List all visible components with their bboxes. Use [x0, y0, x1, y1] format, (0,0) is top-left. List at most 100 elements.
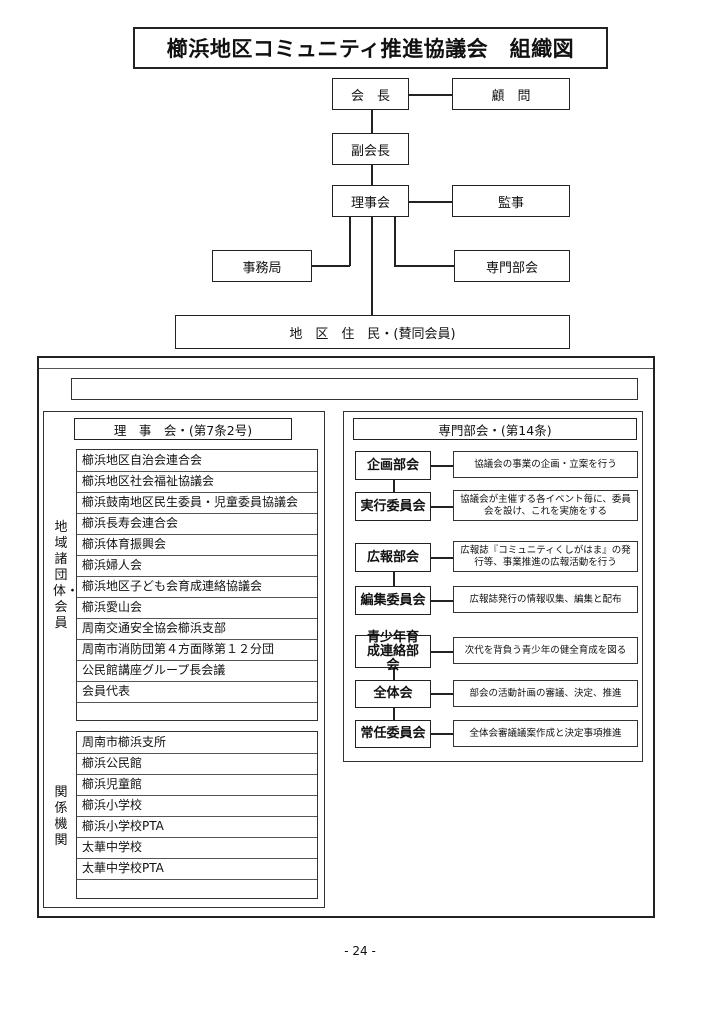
committee-name: 広報部会: [366, 549, 419, 565]
list-item: 櫛浜体育振興会: [77, 534, 317, 556]
frame-banner-empty: [71, 378, 638, 400]
connector-committee-6-7: [393, 708, 395, 720]
committee-name: 企画部会: [366, 457, 419, 473]
committee-desc-box: 広報誌発行の情報収集、編集と配布: [453, 586, 638, 613]
agency-label-vertical: 関係機関: [54, 785, 68, 848]
committee-box-plenary: 全体会: [355, 680, 431, 708]
list-item: [77, 702, 317, 723]
group-label-vertical: 地域諸団体・会員: [53, 520, 80, 631]
committee-name: 常任委員会: [360, 726, 426, 741]
committee-desc-box: 広報誌『コミュニティくしがはま』の発行等、事業推進の広報活動を行う: [453, 541, 638, 572]
list-item: 会員代表: [77, 681, 317, 703]
committee-name: 実行委員会: [360, 498, 426, 514]
committee-section-header: 専門部会・(第14条): [353, 418, 637, 440]
list-item: 櫛浜小学校PTA: [77, 816, 317, 838]
connector-special-v: [394, 216, 396, 266]
agency-list: 周南市櫛浜支所 櫛浜公民館 櫛浜児童館 櫛浜小学校 櫛浜小学校PTA 太華中学校…: [76, 731, 318, 899]
connector-board-auditor: [409, 201, 452, 203]
committee-desc-box: 協議会が主催する各イベント毎に、委員会を設け、これを実施をする: [453, 490, 638, 521]
residents-label: 地 区 住 民・(賛同会員): [289, 326, 456, 342]
committee-name: 編集委員会: [360, 592, 426, 608]
connector-committee-desc: [431, 693, 453, 695]
list-item: 櫛浜小学校: [77, 795, 317, 817]
committee-desc: 部会の活動計画の審議、決定、推進: [469, 687, 622, 699]
committee-box-executive: 実行委員会: [355, 492, 431, 521]
committee-desc: 協議会の事業の企画・立案を行う: [474, 458, 617, 470]
list-item: 太華中学校: [77, 837, 317, 859]
committee-desc-box: 全体会審議議案作成と決定事項推進: [453, 720, 638, 747]
special-committee-label: 専門部会: [485, 260, 538, 276]
list-item: 櫛浜長寿会連合会: [77, 513, 317, 535]
chart-title-text: 櫛浜地区コミュニティ推進協議会 組織図: [166, 37, 575, 61]
chairman-box: 会 長: [332, 78, 409, 110]
committee-desc-box: 次代を背負う青少年の健全育成を図る: [453, 637, 638, 664]
advisor-box: 顧 問: [452, 78, 570, 110]
list-item: 櫛浜婦人会: [77, 555, 317, 577]
committee-box-youth: 青少年育成連絡部会: [355, 630, 431, 672]
connector-committee-1-2: [393, 480, 395, 492]
list-item: 櫛浜地区自治会連合会: [77, 450, 317, 472]
list-item: 周南市櫛浜支所: [77, 732, 317, 754]
connector-secretariat-h: [312, 265, 350, 267]
board-section-header-text: 理 事 会・(第7条2号): [113, 422, 253, 438]
connector-chair-vice: [371, 109, 373, 134]
chairman-label: 会 長: [350, 88, 390, 104]
chart-title: 櫛浜地区コミュニティ推進協議会 組織図: [133, 27, 608, 69]
board-section-frame: [43, 411, 325, 908]
special-committee-box: 専門部会: [454, 250, 570, 282]
organization-frame: [37, 356, 655, 918]
list-item: 周南市消防団第４方面隊第１２分団: [77, 639, 317, 661]
committee-box-pr: 広報部会: [355, 543, 431, 572]
auditor-label: 監事: [497, 195, 524, 211]
list-item: 太華中学校PTA: [77, 858, 317, 880]
member-list: 櫛浜地区自治会連合会 櫛浜地区社会福祉協議会 櫛浜鼓南地区民生委員・児童委員協議…: [76, 449, 318, 721]
list-item: 櫛浜愛山会: [77, 597, 317, 619]
vice-chairman-box: 副会長: [332, 133, 409, 165]
list-item: 櫛浜児童館: [77, 774, 317, 796]
list-item: 櫛浜鼓南地区民生委員・児童委員協議会: [77, 492, 317, 514]
secretariat-box: 事務局: [212, 250, 312, 282]
connector-committee-desc: [431, 465, 453, 467]
committee-name: 全体会: [373, 686, 413, 701]
connector-committee-desc: [431, 557, 453, 559]
connector-committee-desc: [431, 733, 453, 735]
committee-section-frame: [343, 411, 643, 762]
list-item: 櫛浜公民館: [77, 753, 317, 775]
connector-committee-desc: [431, 651, 453, 653]
frame-inner-top-line: [39, 368, 653, 369]
vice-chairman-label: 副会長: [350, 143, 390, 159]
committee-desc-box: 部会の活動計画の審議、決定、推進: [453, 680, 638, 707]
committee-desc: 次代を背負う青少年の健全育成を図る: [464, 644, 627, 656]
committee-desc: 全体会審議議案作成と決定事項推進: [469, 727, 622, 739]
committee-box-planning: 企画部会: [355, 451, 431, 480]
committee-name: 青少年育成連絡部会: [366, 629, 419, 673]
secretariat-label: 事務局: [242, 260, 282, 276]
list-item: 櫛浜地区子ども会育成連絡協議会: [77, 576, 317, 598]
connector-committee-3-4: [393, 572, 395, 586]
board-label: 理事会: [350, 195, 390, 211]
committee-desc: 広報誌発行の情報収集、編集と配布: [469, 593, 622, 605]
committee-section-header-text: 専門部会・(第14条): [438, 422, 552, 438]
committee-desc: 広報誌『コミュニティくしがはま』の発行等、事業推進の広報活動を行う: [460, 544, 631, 568]
connector-secretariat-v: [349, 216, 351, 266]
connector-committee-desc: [431, 600, 453, 602]
committee-box-editorial: 編集委員会: [355, 586, 431, 615]
connector-chair-advisor: [409, 94, 452, 96]
board-section-header: 理 事 会・(第7条2号): [74, 418, 292, 440]
residents-box: 地 区 住 民・(賛同会員): [175, 315, 570, 349]
advisor-label: 顧 問: [491, 88, 531, 104]
auditor-box: 監事: [452, 185, 570, 217]
list-item: 周南交通安全協会櫛浜支部: [77, 618, 317, 640]
connector-vice-board: [371, 164, 373, 185]
page-number: - 24 -: [344, 944, 376, 958]
committee-desc-box: 協議会の事業の企画・立案を行う: [453, 451, 638, 478]
committee-box-standing: 常任委員会: [355, 720, 431, 748]
connector-committee-5-6: [393, 668, 395, 680]
board-box: 理事会: [332, 185, 409, 217]
connector-board-residents: [371, 216, 373, 316]
connector-special-h: [394, 265, 454, 267]
list-item: [77, 879, 317, 900]
list-item: 櫛浜地区社会福祉協議会: [77, 471, 317, 493]
connector-committee-desc: [431, 506, 453, 508]
list-item: 公民館講座グループ長会議: [77, 660, 317, 682]
